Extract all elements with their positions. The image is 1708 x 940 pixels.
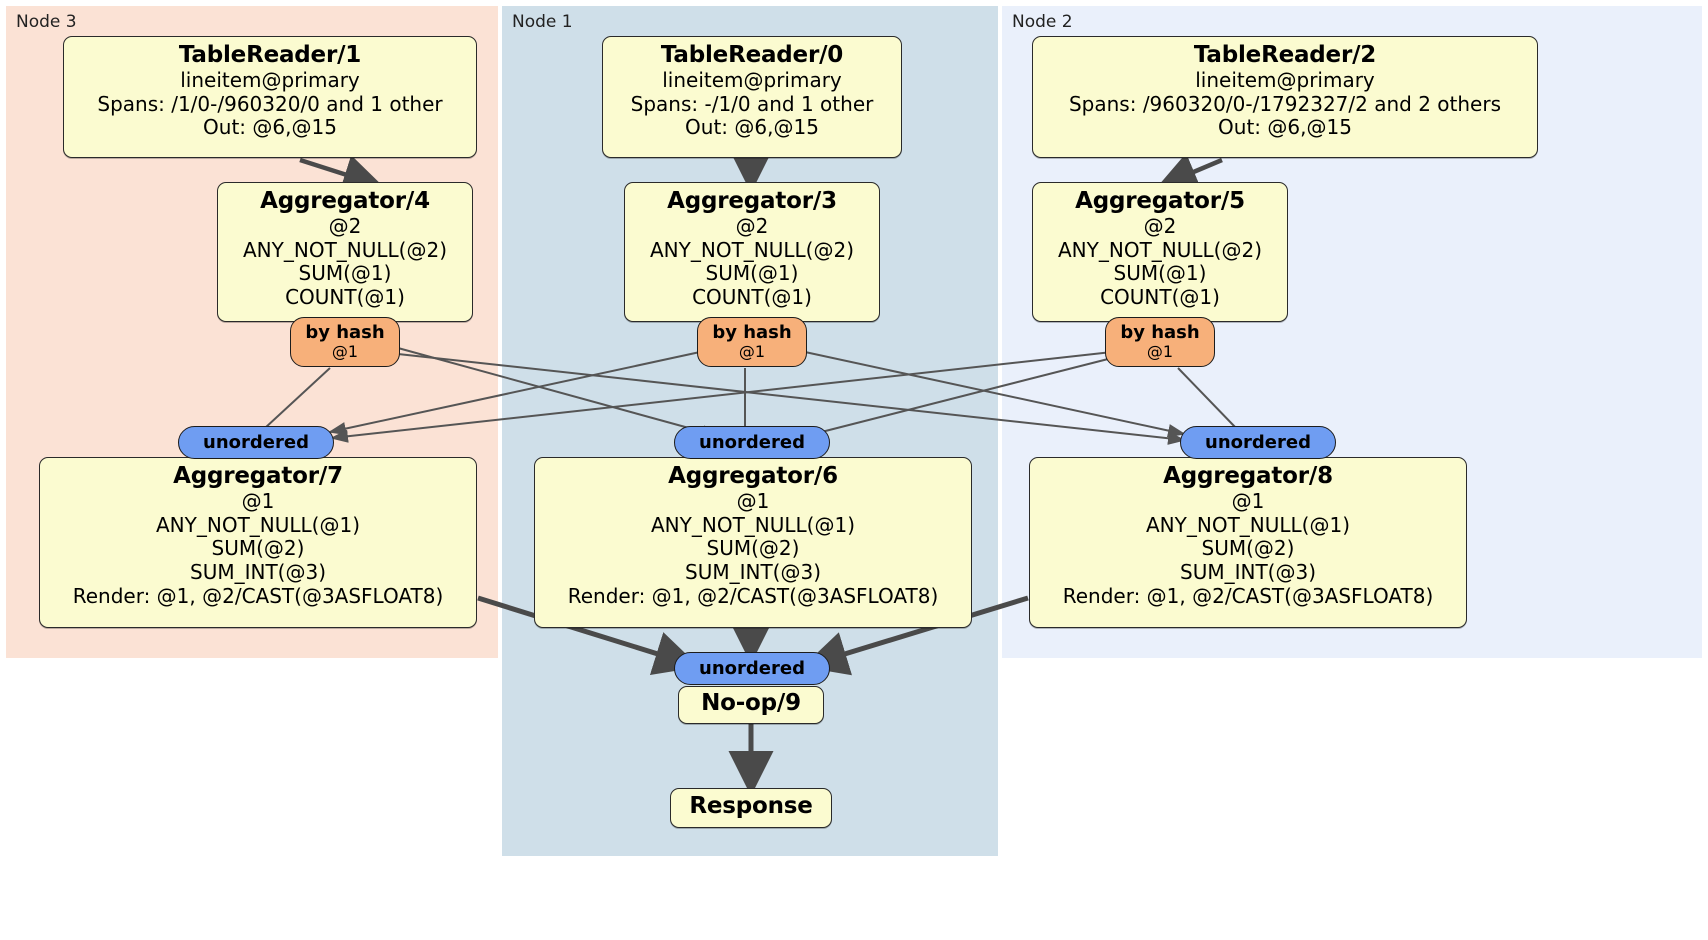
processor-line: ANY_NOT_NULL(@2)	[243, 237, 447, 262]
processor-title: Aggregator/6	[668, 463, 838, 489]
processor-title: TableReader/1	[178, 42, 362, 68]
processor-line: Spans: /1/0-/960320/0 and 1 other	[97, 91, 443, 116]
processor-title: Response	[689, 793, 813, 819]
processor-line: SUM_INT(@3)	[1180, 559, 1316, 584]
processor-line: ANY_NOT_NULL(@1)	[156, 512, 360, 537]
badge-subtitle: @1	[331, 342, 359, 362]
processor-line: ANY_NOT_NULL(@1)	[1146, 512, 1350, 537]
node-panel-label: Node 3	[16, 12, 77, 32]
processor-aggregator-8[interactable]: Aggregator/8 @1 ANY_NOT_NULL(@1) SUM(@2)…	[1029, 457, 1467, 628]
badge-title: unordered	[699, 657, 805, 679]
processor-tablereader-2[interactable]: TableReader/2 lineitem@primary Spans: /9…	[1032, 36, 1538, 158]
processor-aggregator-4[interactable]: Aggregator/4 @2 ANY_NOT_NULL(@2) SUM(@1)…	[217, 182, 473, 322]
processor-title: No-op/9	[701, 690, 801, 716]
processor-line: SUM(@2)	[706, 536, 800, 561]
badge-title: unordered	[203, 431, 309, 453]
processor-line: COUNT(@1)	[1100, 284, 1220, 309]
processor-line: Out: @6,@15	[1218, 115, 1352, 140]
processor-line: @2	[1143, 214, 1177, 239]
processor-line: lineitem@primary	[1195, 68, 1375, 93]
processor-line: SUM_INT(@3)	[190, 559, 326, 584]
processor-line: SUM(@1)	[298, 261, 392, 286]
processor-line: Render: @1, @2/CAST(@3ASFLOAT8)	[567, 583, 939, 608]
processor-line: Out: @6,@15	[685, 115, 819, 140]
processor-line: SUM(@1)	[705, 261, 799, 286]
badge-title: by hash	[1120, 322, 1200, 344]
processor-line: Spans: -/1/0 and 1 other	[630, 91, 874, 116]
node-panel-label: Node 1	[512, 12, 573, 32]
processor-line: SUM(@2)	[211, 536, 305, 561]
badge-subtitle: @1	[1146, 342, 1174, 362]
badge-title: unordered	[699, 431, 805, 453]
node-panel-label: Node 2	[1012, 12, 1073, 32]
processor-title: Aggregator/8	[1163, 463, 1333, 489]
badge-unordered-node1[interactable]: unordered	[674, 426, 830, 459]
processor-line: @1	[1231, 489, 1265, 514]
badge-unordered-node3[interactable]: unordered	[178, 426, 334, 459]
processor-title: Aggregator/7	[173, 463, 343, 489]
processor-line: ANY_NOT_NULL(@2)	[650, 237, 854, 262]
processor-line: Render: @1, @2/CAST(@3ASFLOAT8)	[1062, 583, 1434, 608]
processor-line: ANY_NOT_NULL(@2)	[1058, 237, 1262, 262]
processor-line: @2	[735, 214, 769, 239]
processor-title: TableReader/0	[660, 42, 844, 68]
processor-response[interactable]: Response	[670, 788, 832, 828]
badge-subtitle: @1	[738, 342, 766, 362]
processor-line: SUM_INT(@3)	[685, 559, 821, 584]
badge-by-hash-node1[interactable]: by hash @1	[697, 317, 807, 367]
processor-line: SUM(@1)	[1113, 261, 1207, 286]
processor-line: COUNT(@1)	[285, 284, 405, 309]
badge-title: by hash	[712, 322, 792, 344]
processor-title: TableReader/2	[1193, 42, 1377, 68]
processor-title: Aggregator/5	[1075, 188, 1245, 214]
processor-title: Aggregator/4	[260, 188, 430, 214]
processor-line: @1	[241, 489, 275, 514]
processor-line: @1	[736, 489, 770, 514]
processor-line: Out: @6,@15	[203, 115, 337, 140]
badge-unordered-final[interactable]: unordered	[674, 652, 830, 685]
processor-line: lineitem@primary	[180, 68, 360, 93]
badge-by-hash-node3[interactable]: by hash @1	[290, 317, 400, 367]
processor-aggregator-6[interactable]: Aggregator/6 @1 ANY_NOT_NULL(@1) SUM(@2)…	[534, 457, 972, 628]
badge-title: unordered	[1205, 431, 1311, 453]
processor-line: COUNT(@1)	[692, 284, 812, 309]
processor-tablereader-0[interactable]: TableReader/0 lineitem@primary Spans: -/…	[602, 36, 902, 158]
processor-title: Aggregator/3	[667, 188, 837, 214]
badge-by-hash-node2[interactable]: by hash @1	[1105, 317, 1215, 367]
processor-aggregator-7[interactable]: Aggregator/7 @1 ANY_NOT_NULL(@1) SUM(@2)…	[39, 457, 477, 628]
processor-aggregator-5[interactable]: Aggregator/5 @2 ANY_NOT_NULL(@2) SUM(@1)…	[1032, 182, 1288, 322]
processor-noop-9[interactable]: No-op/9	[678, 686, 824, 724]
processor-line: lineitem@primary	[662, 68, 842, 93]
processor-line: @2	[328, 214, 362, 239]
processor-line: ANY_NOT_NULL(@1)	[651, 512, 855, 537]
processor-line: Spans: /960320/0-/1792327/2 and 2 others	[1068, 91, 1501, 116]
badge-title: by hash	[305, 322, 385, 344]
processor-aggregator-3[interactable]: Aggregator/3 @2 ANY_NOT_NULL(@2) SUM(@1)…	[624, 182, 880, 322]
processor-tablereader-1[interactable]: TableReader/1 lineitem@primary Spans: /1…	[63, 36, 477, 158]
badge-unordered-node2[interactable]: unordered	[1180, 426, 1336, 459]
processor-line: SUM(@2)	[1201, 536, 1295, 561]
processor-line: Render: @1, @2/CAST(@3ASFLOAT8)	[72, 583, 444, 608]
